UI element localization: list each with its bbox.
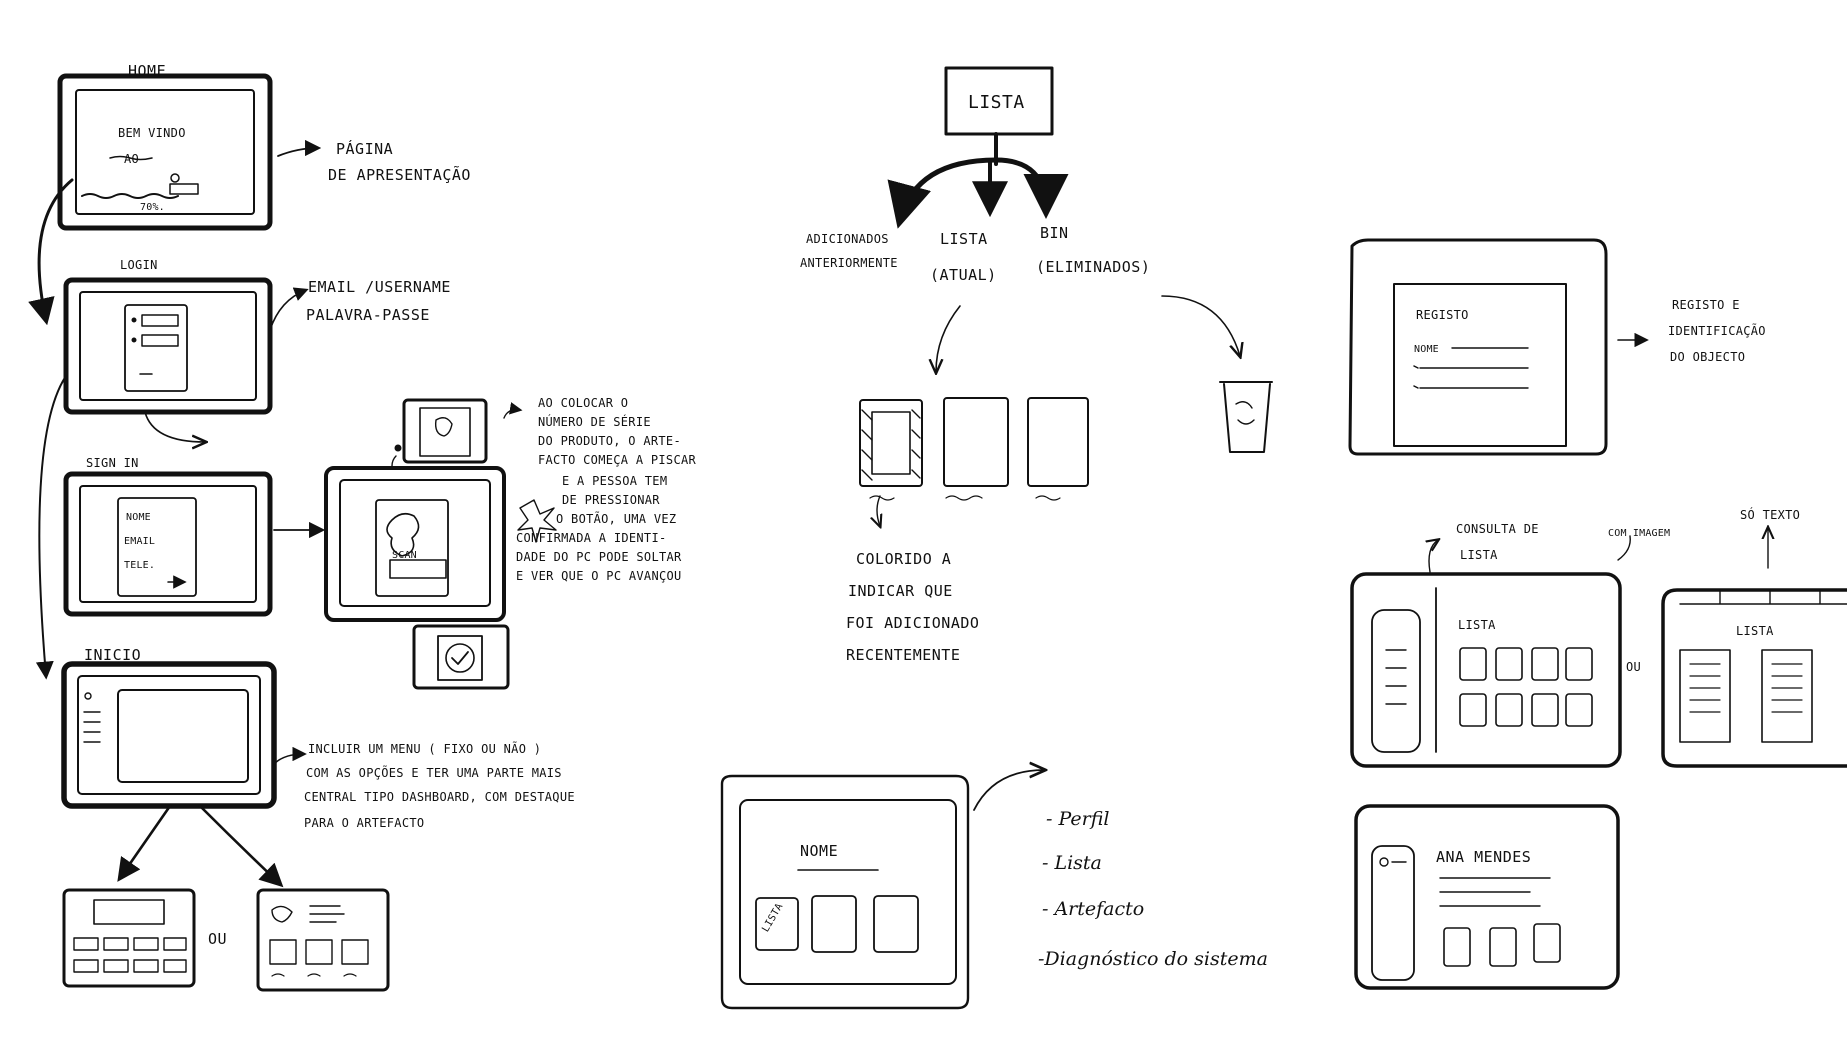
home-note-arrow bbox=[277, 139, 322, 157]
scan-note: AO COLOCAR O NÚMERO DE SÉRIE DO PRODUTO,… bbox=[516, 396, 696, 583]
branch-mid-line1: LISTA bbox=[940, 230, 988, 248]
registo-field-name: NOME bbox=[1414, 344, 1439, 355]
profile-ana-device bbox=[1354, 804, 1620, 990]
login-title: LOGIN bbox=[120, 258, 158, 272]
dashboard-option-2 bbox=[256, 888, 390, 992]
login-to-inicio-arrow bbox=[35, 375, 67, 680]
registo-device-frame bbox=[1348, 238, 1608, 456]
home-device-frame bbox=[57, 73, 273, 231]
scan-note-line: O BOTÃO, UMA VEZ bbox=[556, 512, 677, 526]
scan-note-line: DE PRESSIONAR bbox=[562, 493, 660, 507]
profile-ana-name: ANA MENDES bbox=[1436, 848, 1532, 866]
registo-note-line3: DO OBJECTO bbox=[1670, 350, 1746, 364]
scan-note-line: NÚMERO DE SÉRIE bbox=[538, 415, 651, 429]
inicio-note-line: CENTRAL TIPO DASHBOARD, COM DESTAQUE bbox=[304, 790, 575, 804]
scan-note-line: AO COLOCAR O bbox=[538, 396, 629, 410]
signin-title: SIGN IN bbox=[86, 456, 139, 470]
consulta-or-label: OU bbox=[1626, 660, 1642, 674]
list-cards bbox=[859, 397, 1089, 526]
consulta-image-device bbox=[1350, 572, 1622, 768]
profile-menu-item-lista: - Lista bbox=[1042, 852, 1102, 874]
trash-icon bbox=[1219, 381, 1273, 453]
with-image-label: COM IMAGEM bbox=[1608, 528, 1671, 539]
branch-mid-line2: (ATUAL) bbox=[930, 266, 997, 284]
branch-right-arrow bbox=[993, 157, 1069, 219]
profile-menu-item-artefacto: - Artefacto bbox=[1042, 898, 1145, 920]
registo-note-line1: REGISTO E bbox=[1672, 298, 1740, 312]
bin-to-trash-arrow bbox=[1161, 295, 1240, 356]
lista-root-label: LISTA bbox=[968, 92, 1025, 113]
scan-note-line: E A PESSOA TEM bbox=[562, 474, 668, 488]
branch-left-arrow bbox=[887, 157, 999, 229]
colored-note-line: RECENTEMENTE bbox=[846, 646, 961, 664]
inicio-to-option2-arrow bbox=[198, 804, 284, 888]
registo-title: REGISTO bbox=[1416, 308, 1469, 322]
scan-note-line: FACTO COMEÇA A PISCAR bbox=[538, 453, 697, 467]
text-only-label: SÓ TEXTO bbox=[1740, 508, 1801, 522]
profile-name-label: NOME bbox=[800, 842, 839, 860]
colored-note-line: COLORIDO A bbox=[856, 550, 952, 568]
login-note-line2: PALAVRA-PASSE bbox=[306, 306, 430, 324]
colored-note-line: FOI ADICIONADO bbox=[846, 614, 980, 632]
dashboard-or-label: OU bbox=[208, 930, 228, 948]
scan-button-label: SCAN bbox=[392, 550, 417, 561]
inicio-note-line: PARA O ARTEFACTO bbox=[304, 816, 425, 830]
inicio-title: INICIO bbox=[84, 646, 142, 664]
registo-note-line2: IDENTIFICAÇÃO bbox=[1668, 324, 1766, 338]
profile-menu-arrow bbox=[973, 770, 1044, 811]
scan-device-frame bbox=[324, 466, 506, 622]
scan-note-line: DADE DO PC PODE SOLTAR bbox=[516, 550, 682, 564]
home-note-line2: DE APRESENTAÇÃO bbox=[328, 166, 471, 184]
login-note-line1: EMAIL /USERNAME bbox=[308, 278, 451, 296]
colored-note-line: INDICAR QUE bbox=[848, 582, 953, 600]
atual-to-cards-arrow bbox=[936, 305, 961, 372]
signin-field-name: NOME bbox=[126, 512, 151, 523]
consulta-note-line1: CONSULTA DE bbox=[1456, 522, 1539, 536]
dashboard-option-1 bbox=[62, 888, 196, 988]
branch-right-line2: (ELIMINADOS) bbox=[1036, 258, 1151, 276]
inicio-note-line: INCLUIR UM MENU ( FIXO OU NÃO ) bbox=[308, 742, 542, 756]
consulta-note-line2: LISTA bbox=[1460, 548, 1498, 562]
home-to-login-arrow bbox=[28, 178, 74, 326]
home-screen-progress: 70%. bbox=[140, 202, 165, 213]
home-title: HOME bbox=[128, 62, 167, 80]
inicio-note-arrow bbox=[273, 746, 307, 765]
branch-right-line1: BIN bbox=[1040, 224, 1069, 242]
consulta-image-title: LISTA bbox=[1458, 618, 1496, 632]
scan-note-line: CONFIRMADA A IDENTI- bbox=[516, 531, 667, 545]
consulta-note-arrow bbox=[1429, 540, 1438, 573]
sparkle-icon bbox=[517, 499, 557, 543]
signin-field-phone: TELE. bbox=[124, 560, 156, 571]
consulta-text-device bbox=[1661, 588, 1847, 768]
profile-menu-item-perfil: - Perfil bbox=[1046, 808, 1110, 830]
home-note-line1: PÁGINA bbox=[336, 140, 394, 158]
profile-device-frame bbox=[720, 774, 970, 1010]
branch-left-line2: ANTERIORMENTE bbox=[800, 256, 898, 270]
inicio-to-option1-arrow bbox=[117, 804, 172, 882]
lista-root-box bbox=[944, 66, 1054, 136]
scan-artefact-small bbox=[391, 398, 488, 467]
with-image-arrow bbox=[1617, 535, 1631, 561]
profile-menu-item-diagnostico: -Diagnóstico do sistema bbox=[1038, 948, 1268, 970]
home-screen-welcome: BEM VINDO bbox=[118, 126, 186, 140]
scan-note-arrow bbox=[503, 402, 523, 419]
scan-confirm-small bbox=[412, 624, 510, 690]
login-to-signin-arrow bbox=[144, 411, 205, 442]
inicio-device-frame bbox=[61, 661, 277, 809]
scan-note-line: E VER QUE O PC AVANÇOU bbox=[516, 569, 682, 583]
consulta-text-title: LISTA bbox=[1736, 624, 1774, 638]
home-screen-ao: AO bbox=[124, 152, 140, 166]
login-device-frame bbox=[63, 277, 273, 415]
branch-left-line1: ADICIONADOS bbox=[806, 232, 889, 246]
scan-note-line: DO PRODUTO, O ARTE- bbox=[538, 434, 681, 448]
login-note-arrow bbox=[269, 287, 309, 331]
inicio-note-line: COM AS OPÇÕES E TER UMA PARTE MAIS bbox=[306, 766, 562, 780]
signin-device-frame bbox=[63, 471, 273, 617]
signin-field-email: EMAIL bbox=[124, 536, 156, 547]
